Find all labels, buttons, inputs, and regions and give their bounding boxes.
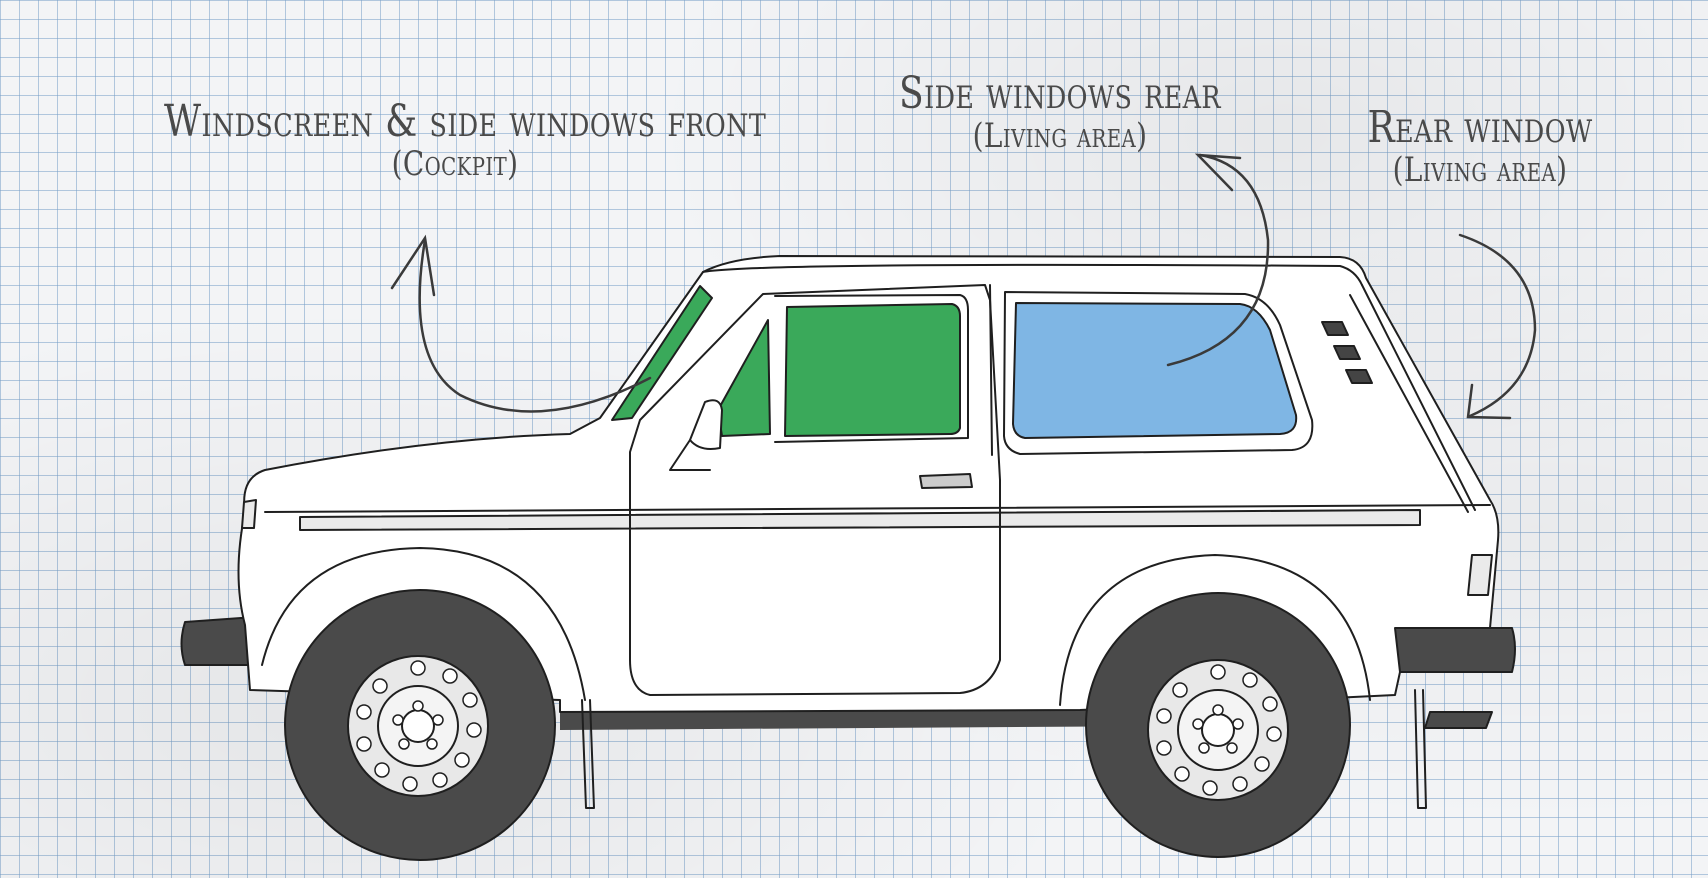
body-trim [299,509,1421,531]
label-rear-title: Rear window [1367,102,1593,153]
arrow-rear-head [1466,383,1512,420]
front-light [241,499,257,529]
arrow-front [418,238,652,413]
front-mud-flap [581,699,595,809]
wheel-bolts [356,660,1282,796]
arrow-side [1166,153,1270,367]
annotation-arrows [390,153,1537,420]
vent-1 [1321,321,1349,336]
front-wheel-arch [261,547,586,701]
rear-step [1424,711,1493,729]
label-front-windows: Windscreen & side windows front (Cockpit… [110,98,766,184]
label-rear-sub: (Living area) [1392,150,1568,190]
rear-side-window [1012,302,1298,439]
front-door [629,284,1001,696]
rear-wheel [1085,592,1351,858]
arrow-side-head [1194,153,1242,192]
rear-section-line [989,284,993,456]
vent-2 [1333,345,1361,360]
arrow-front-head [390,234,436,297]
side-mirror [689,399,723,450]
rear-window-frame [1003,291,1314,455]
roof-line [702,263,1363,286]
vent-3 [1345,369,1373,384]
label-side-windows-rear: Side windows rear (Living area) [860,68,1260,156]
label-side-title: Side windows rear [899,68,1221,119]
rear-bumper [1394,627,1516,673]
door-handle [919,473,973,489]
front-wheel [284,589,556,861]
front-door-window-frame [774,294,969,443]
windscreen [611,285,713,421]
rear-wheel-arch [1059,554,1371,706]
rear-light [1467,554,1493,596]
arrow-rear [1458,233,1537,418]
label-rear-window: Rear window (Living area) [1330,102,1630,190]
mirror-arm [669,439,711,471]
front-door-window [784,303,961,437]
label-front-sub: (Cockpit) [391,144,519,184]
front-quarter-window [717,319,771,437]
beltline [264,504,1491,513]
rear-pillar [1349,284,1476,513]
label-side-sub: (Living area) [972,116,1148,156]
rear-mud-flap [1414,689,1427,809]
